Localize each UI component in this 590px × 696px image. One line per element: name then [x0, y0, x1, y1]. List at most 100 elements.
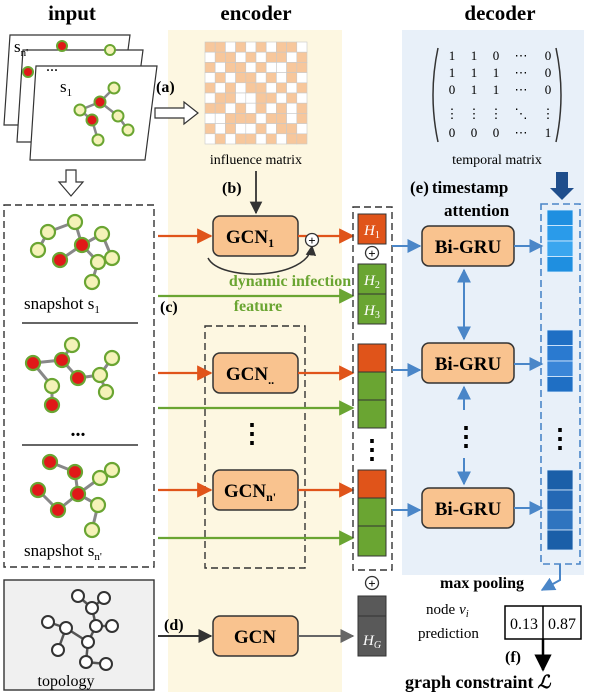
influence-cell	[276, 51, 287, 63]
influence-cell	[276, 102, 287, 114]
influence-cell	[265, 62, 277, 73]
influence-cell	[214, 82, 226, 94]
step-b-label: (b)	[222, 180, 242, 197]
influence-cell	[204, 113, 216, 124]
influence-cell	[296, 82, 308, 94]
snapshot-n-label: snapshot sn'	[24, 541, 102, 563]
output-bar-segment	[546, 240, 574, 257]
output-bar-segment	[546, 345, 574, 362]
gcn1-label: GCN1	[226, 227, 274, 250]
influence-cell	[204, 62, 216, 73]
feature-hg-label: HG	[362, 633, 381, 651]
feature-mid-green-2	[357, 399, 387, 429]
gcn-vdots: ⋮	[239, 419, 265, 448]
step-f-label: (f)	[505, 649, 521, 666]
feature-mid-orange	[357, 343, 387, 373]
gcn-n-label: GCNn'	[224, 481, 276, 504]
feature-n-green-1	[357, 497, 387, 527]
influence-cell	[214, 62, 226, 73]
timestamp-attention-line1: (e)timestamp	[410, 178, 508, 197]
influence-cell	[245, 102, 257, 114]
prediction-value-1: 0.87	[548, 616, 576, 633]
output-bar-segment	[546, 469, 574, 491]
topology-label: topology	[38, 673, 95, 690]
influence-cell	[245, 133, 257, 145]
temporal-matrix-entry: 1	[471, 82, 478, 97]
influence-cell	[225, 41, 236, 53]
output-bar-segment	[546, 489, 574, 511]
influence-cell	[235, 113, 247, 124]
temporal-matrix-entry: 0	[545, 48, 552, 63]
feature-h1-label: H1	[363, 223, 380, 241]
temporal-matrix-entry: 1	[545, 125, 552, 140]
influence-cell	[225, 72, 236, 84]
influence-cell	[276, 41, 287, 53]
bigru-label-3: Bi-GRU	[435, 499, 502, 520]
influence-cell	[265, 133, 277, 145]
influence-cell	[214, 41, 226, 53]
influence-cell	[265, 102, 277, 114]
influence-cell	[225, 92, 236, 104]
header-encoder: encoder	[220, 1, 291, 25]
influence-cell	[286, 82, 298, 94]
influence-cell	[255, 72, 267, 84]
temporal-matrix-entry: 0	[449, 125, 456, 140]
influence-cell	[235, 102, 247, 114]
temporal-matrix-entry: 0	[545, 82, 552, 97]
influence-cell	[296, 72, 308, 84]
influence-cell	[255, 113, 267, 124]
snapshot-2-graph	[24, 336, 121, 414]
step-d-label: (d)	[164, 617, 184, 634]
dynamic-feature-line1: dynamic infection	[229, 273, 351, 290]
influence-cell	[265, 72, 277, 84]
temporal-matrix-entry: 1	[493, 65, 500, 80]
influence-cell	[225, 102, 236, 114]
influence-cell	[225, 123, 236, 135]
bigru-label-1: Bi-GRU	[435, 237, 502, 258]
prediction-value-0: 0.13	[510, 616, 538, 633]
feature-h3-label: H3	[363, 303, 380, 321]
influence-cell	[296, 92, 308, 104]
arrow-down-input	[57, 169, 85, 197]
feature-hg-plus-node	[364, 575, 380, 591]
influence-cell	[286, 123, 298, 135]
influence-cell	[286, 62, 298, 73]
influence-cell	[235, 72, 247, 84]
influence-cell	[255, 92, 267, 104]
influence-cell	[286, 51, 298, 63]
snapshot-container	[3, 204, 155, 568]
influence-cell	[265, 51, 277, 63]
topology-graph	[41, 589, 119, 671]
influence-cell	[245, 82, 257, 94]
output-bar-segment	[546, 360, 574, 377]
prediction-label: prediction	[418, 626, 479, 642]
feature-h1	[357, 213, 387, 245]
temporal-matrix-entry: ⋮	[490, 106, 503, 121]
output-bar-segment	[546, 376, 574, 393]
output-bar-segment	[546, 509, 574, 531]
temporal-matrix-label: temporal matrix	[452, 153, 542, 168]
influence-cell	[296, 62, 308, 73]
influence-matrix	[204, 41, 308, 145]
influence-cell	[265, 92, 277, 104]
temporal-matrix-entry: 1	[471, 48, 478, 63]
influence-cell	[286, 72, 298, 84]
influence-cell	[296, 123, 308, 135]
snapshot-1-graph	[29, 213, 121, 291]
output-bars	[546, 209, 574, 551]
influence-cell	[265, 123, 277, 135]
influence-cell	[265, 41, 277, 53]
temporal-matrix-entry: ⋱	[515, 106, 528, 121]
feature-h2	[357, 263, 387, 295]
snapshot-1-label: snapshot s1	[24, 294, 100, 316]
gcn1-plus-node	[304, 232, 320, 248]
snapshot-n-graph	[29, 453, 121, 539]
stack-label-sn: sn'	[14, 37, 28, 59]
influence-cell	[255, 82, 267, 94]
influence-cell	[276, 123, 287, 135]
influence-cell	[296, 102, 308, 114]
influence-cell	[204, 92, 216, 104]
arrow-a	[154, 100, 199, 126]
temporal-matrix-entry: 0	[471, 125, 478, 140]
